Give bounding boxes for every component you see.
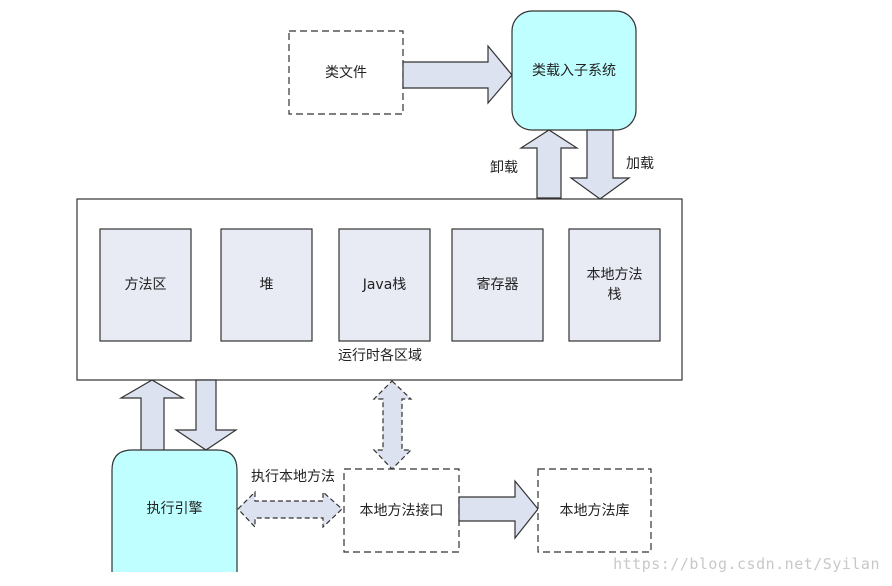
native-stack-box [568, 228, 661, 342]
method-area-label: 方法区 [124, 277, 167, 293]
exec-native-arrow [237, 490, 343, 529]
unload-arrow [518, 129, 580, 199]
load-arrow [569, 129, 631, 200]
class-loader-label: 类载入子系统 [532, 62, 616, 79]
native-library-label: 本地方法库 [559, 502, 630, 519]
load-label: 加载 [626, 156, 654, 172]
class-loader-box [511, 10, 637, 131]
heap-label: 堆 [259, 277, 274, 293]
native-library-box [537, 468, 652, 553]
native-interface-box [343, 468, 460, 553]
interface-to-library-arrow [458, 479, 539, 540]
class-file-box [288, 30, 404, 115]
registers-label: 寄存器 [476, 277, 519, 293]
native-interface-label: 本地方法接口 [359, 502, 444, 519]
java-stack-label: Java栈 [362, 277, 407, 293]
native-stack-label: 本地方法栈 [586, 267, 643, 303]
arrow-classfile-to-loader [402, 44, 513, 105]
runtime-area-label: 运行时各区域 [338, 348, 422, 364]
registers-box [451, 228, 544, 342]
method-area-box [99, 228, 192, 342]
runtime-interface-arrow [372, 380, 413, 470]
exec-engine-box [111, 449, 238, 572]
exec-native-label: 执行本地方法 [251, 469, 335, 485]
exec-engine-label: 执行引擎 [146, 501, 203, 517]
unload-label: 卸载 [490, 160, 518, 176]
class-file-label: 类文件 [325, 64, 367, 81]
heap-box [220, 228, 313, 342]
engine-up-arrow [118, 379, 186, 452]
java-stack-box [338, 228, 431, 342]
watermark-text: https://blog.csdn.net/Syilan [613, 555, 880, 573]
engine-down-arrow [174, 379, 238, 451]
